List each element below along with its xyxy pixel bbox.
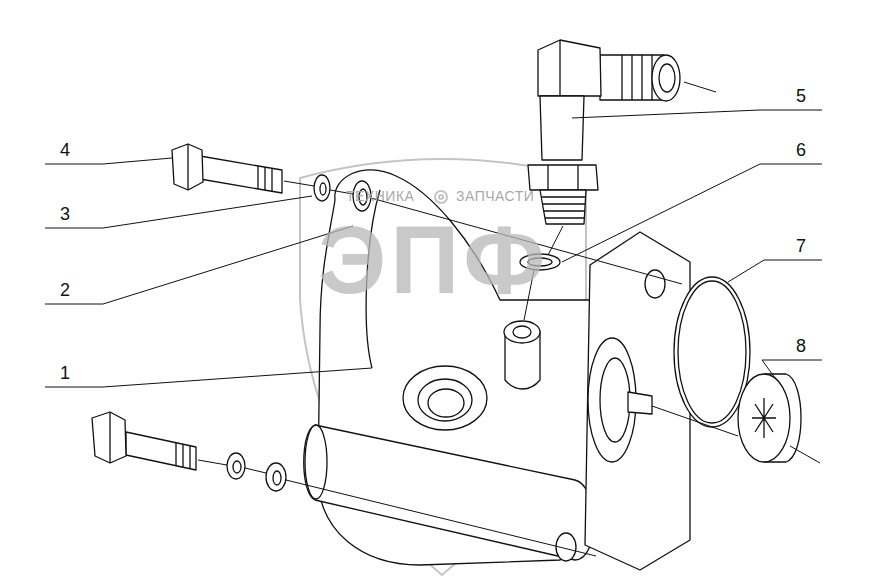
callout-number: 6 bbox=[796, 140, 806, 161]
bolt-lower bbox=[92, 412, 286, 491]
watermark-text: ТЕХНИКА bbox=[346, 188, 414, 204]
washer-3 bbox=[314, 175, 330, 201]
callout-number: 5 bbox=[796, 86, 806, 107]
callout-number: 2 bbox=[60, 280, 70, 301]
coupling-8 bbox=[738, 374, 801, 462]
callout-number: 8 bbox=[796, 336, 806, 357]
pump-housing bbox=[304, 170, 690, 570]
elbow-fitting bbox=[528, 40, 680, 224]
callout-number: 3 bbox=[60, 204, 70, 225]
callout-number: 4 bbox=[60, 140, 70, 161]
watermark-text: ЗАПЧАСТИ bbox=[456, 188, 534, 204]
leader-lines bbox=[45, 82, 822, 556]
watermark-logo: ЭПФ bbox=[318, 205, 549, 315]
bolt-upper bbox=[172, 144, 282, 193]
callout-number: 1 bbox=[60, 363, 70, 384]
callout-number: 7 bbox=[796, 236, 806, 257]
